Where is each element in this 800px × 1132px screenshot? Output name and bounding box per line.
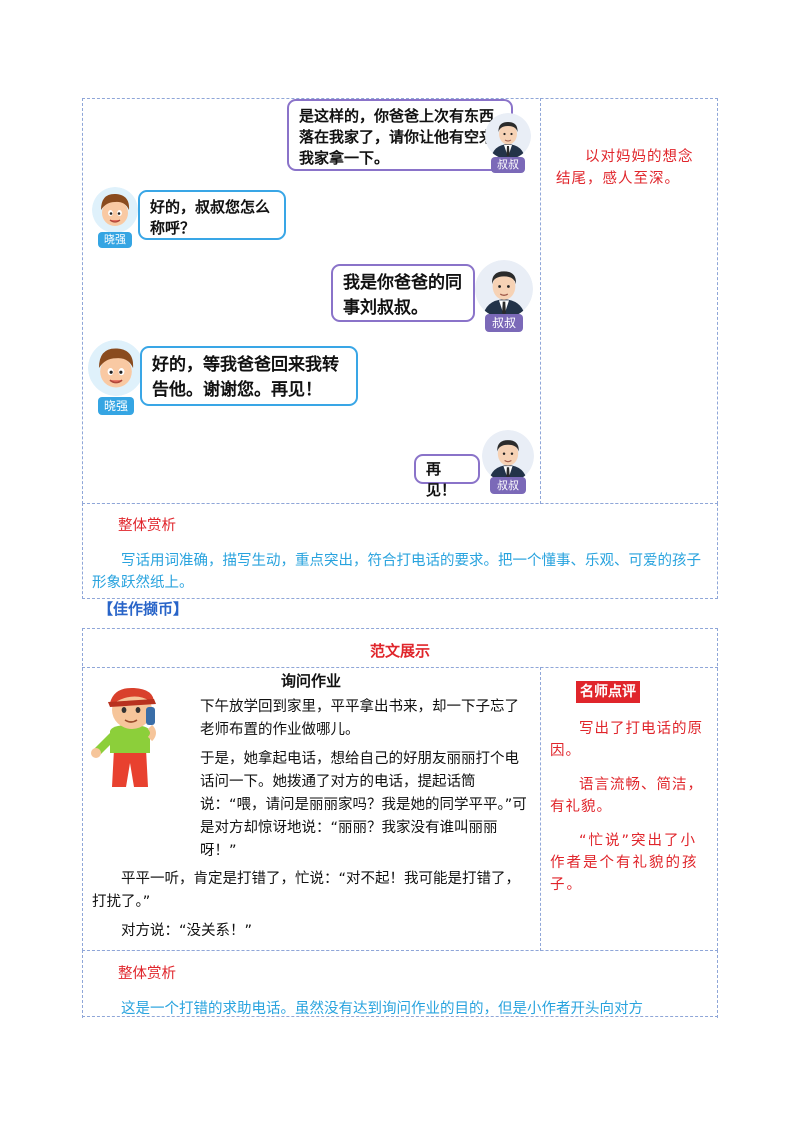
overall-box [82, 950, 718, 1018]
overall-bottom-divider [82, 1016, 718, 1017]
dialog-divider [540, 98, 541, 504]
chat-bubble-uncle: 是这样的，你爸爸上次有东西落在我家了，请你让他有空来我家拿一下。 [287, 99, 513, 171]
boy-avatar-icon [92, 187, 138, 233]
teacher-note: “忙说”突出了小作者是个有礼貌的孩子。 [550, 833, 699, 893]
essay-paragraph: 于是，她拿起电话，想给自己的好朋友丽丽打个电话问一下。她拨通了对方的电话，提起话… [200, 751, 527, 859]
speaker-tag: 晓强 [98, 397, 134, 415]
teacher-comment-label: 名师点评 [576, 681, 640, 703]
uncle-avatar-icon [482, 430, 534, 482]
uncle-avatar-icon [485, 113, 531, 159]
essay-paragraph: 平平一听，肯定是打错了，忙说：“对不起！我可能是打错了，打扰了。” [92, 871, 521, 910]
sample-divider [540, 667, 541, 951]
uncle-avatar-icon [475, 260, 533, 318]
teacher-note: 语言流畅、简洁，有礼貌。 [550, 777, 703, 815]
overall-title: 整体赏析 [118, 518, 176, 534]
speaker-tag: 晓强 [98, 232, 132, 248]
chat-bubble-boy: 好的，等我爸爸回来我转告他。谢谢您。再见！ [140, 346, 358, 406]
overall-text: 写话用词准确，描写生动，重点突出，符合打电话的要求。把一个懂事、乐观、可爱的孩子… [92, 553, 701, 591]
essay-title: 询问作业 [280, 672, 341, 690]
chat-bubble-boy: 好的，叔叔您怎么称呼？ [138, 190, 286, 240]
chat-bubble-uncle: 再见！ [414, 454, 480, 499]
boy-avatar-icon [88, 340, 144, 396]
sample-header: 范文展示 [369, 642, 430, 660]
chat-bubble-uncle: 我是你爸爸的同事刘叔叔。 [331, 264, 475, 322]
overall-box [82, 503, 718, 599]
speaker-tag: 叔叔 [490, 477, 526, 494]
section-label: 【佳作撷币】 [98, 600, 189, 618]
teacher-note: 写出了打电话的原因。 [550, 721, 703, 759]
side-note: 以对妈妈的想念结尾，感人至深。 [556, 149, 694, 187]
essay-paragraph: 对方说：“没关系！” [121, 923, 253, 939]
essay-paragraph: 下午放学回到家里，平平拿出书来，却一下子忘了老师布置的作业做哪儿。 [200, 699, 519, 738]
overall-title: 整体赏析 [118, 966, 176, 982]
boy-phone-illustration [84, 683, 180, 789]
speaker-tag: 叔叔 [485, 314, 523, 332]
sample-header-divider [82, 667, 718, 668]
overall-text: 这是一个打错的求助电话。虽然没有达到询问作业的目的，但是小作者开头向对方 [121, 1001, 643, 1017]
speaker-tag: 叔叔 [491, 157, 525, 173]
